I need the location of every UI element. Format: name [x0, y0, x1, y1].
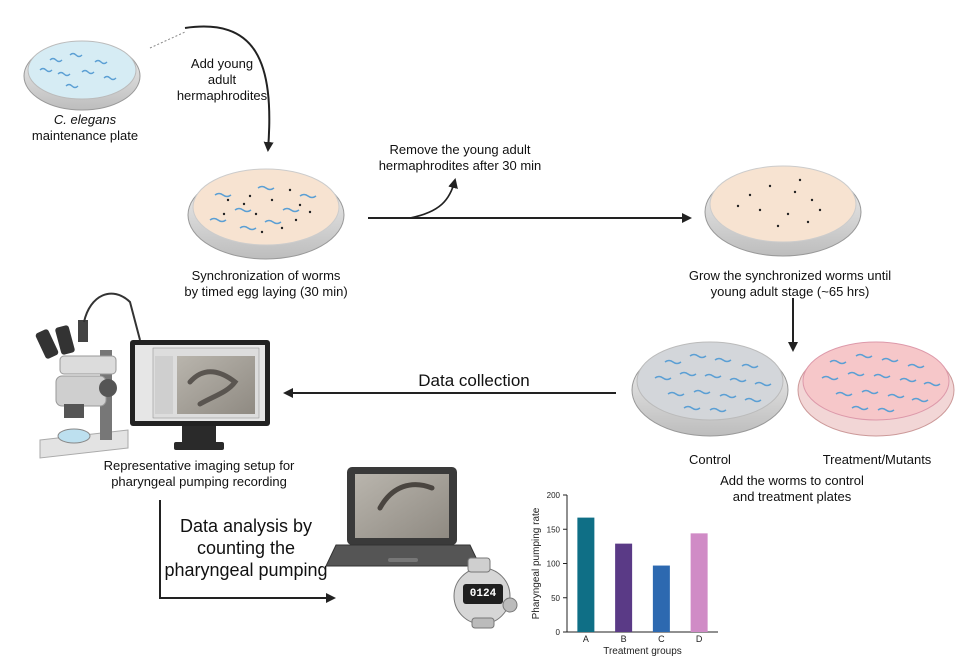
grow-plate-icon	[704, 165, 862, 257]
maintenance-plate-icon	[23, 40, 141, 111]
x-tick-label: B	[621, 634, 627, 644]
grow-synchronized-label: Grow the synchronized worms until young …	[688, 268, 892, 299]
x-axis-label: Treatment groups	[603, 646, 682, 657]
y-tick-label: 0	[556, 628, 561, 637]
species-name: C. elegans	[53, 112, 117, 127]
y-tick-label: 150	[547, 525, 561, 534]
bar-A	[577, 517, 595, 632]
data-collection-label: Data collection	[418, 371, 530, 390]
bar-C	[652, 565, 670, 632]
laptop-icon	[325, 467, 481, 567]
control-plate-icon	[631, 341, 789, 437]
treatment-mutants-label: Treatment/Mutants	[822, 452, 932, 467]
tally-counter-icon	[453, 557, 518, 629]
y-axis-label: Pharyngeal pumping rate	[531, 507, 542, 619]
treatment-plate-icon	[797, 341, 955, 437]
synchronization-label: Synchronization of worms by timed egg la…	[184, 268, 348, 299]
add-worms-label: Add the worms to control and treatment p…	[720, 473, 864, 504]
remove-young-adult-label: Remove the young adult hermaphrodites af…	[378, 142, 542, 173]
x-tick-label: A	[583, 634, 589, 644]
x-tick-label: C	[658, 634, 665, 644]
y-tick-label: 50	[551, 594, 560, 603]
x-tick-label: D	[696, 634, 703, 644]
maintenance-plate-label: C. elegans maintenance plate	[12, 112, 158, 144]
counter-display: 0124	[469, 588, 497, 600]
synchronization-plate-icon	[187, 168, 345, 260]
y-tick-label: 200	[547, 491, 561, 500]
add-young-adult-label: Add young adult hermaphrodites	[176, 56, 268, 103]
data-analysis-label: Data analysis by counting the pharyngeal…	[164, 516, 328, 580]
bar-D	[690, 533, 708, 632]
monitor-icon	[130, 340, 270, 450]
imaging-setup-label: Representative imaging setup for pharyng…	[103, 458, 295, 489]
maintenance-plate-text: maintenance plate	[31, 128, 139, 143]
y-tick-label: 100	[547, 560, 561, 569]
bar-B	[615, 543, 633, 632]
microscope-icon	[35, 292, 141, 459]
control-label: Control	[689, 452, 731, 467]
